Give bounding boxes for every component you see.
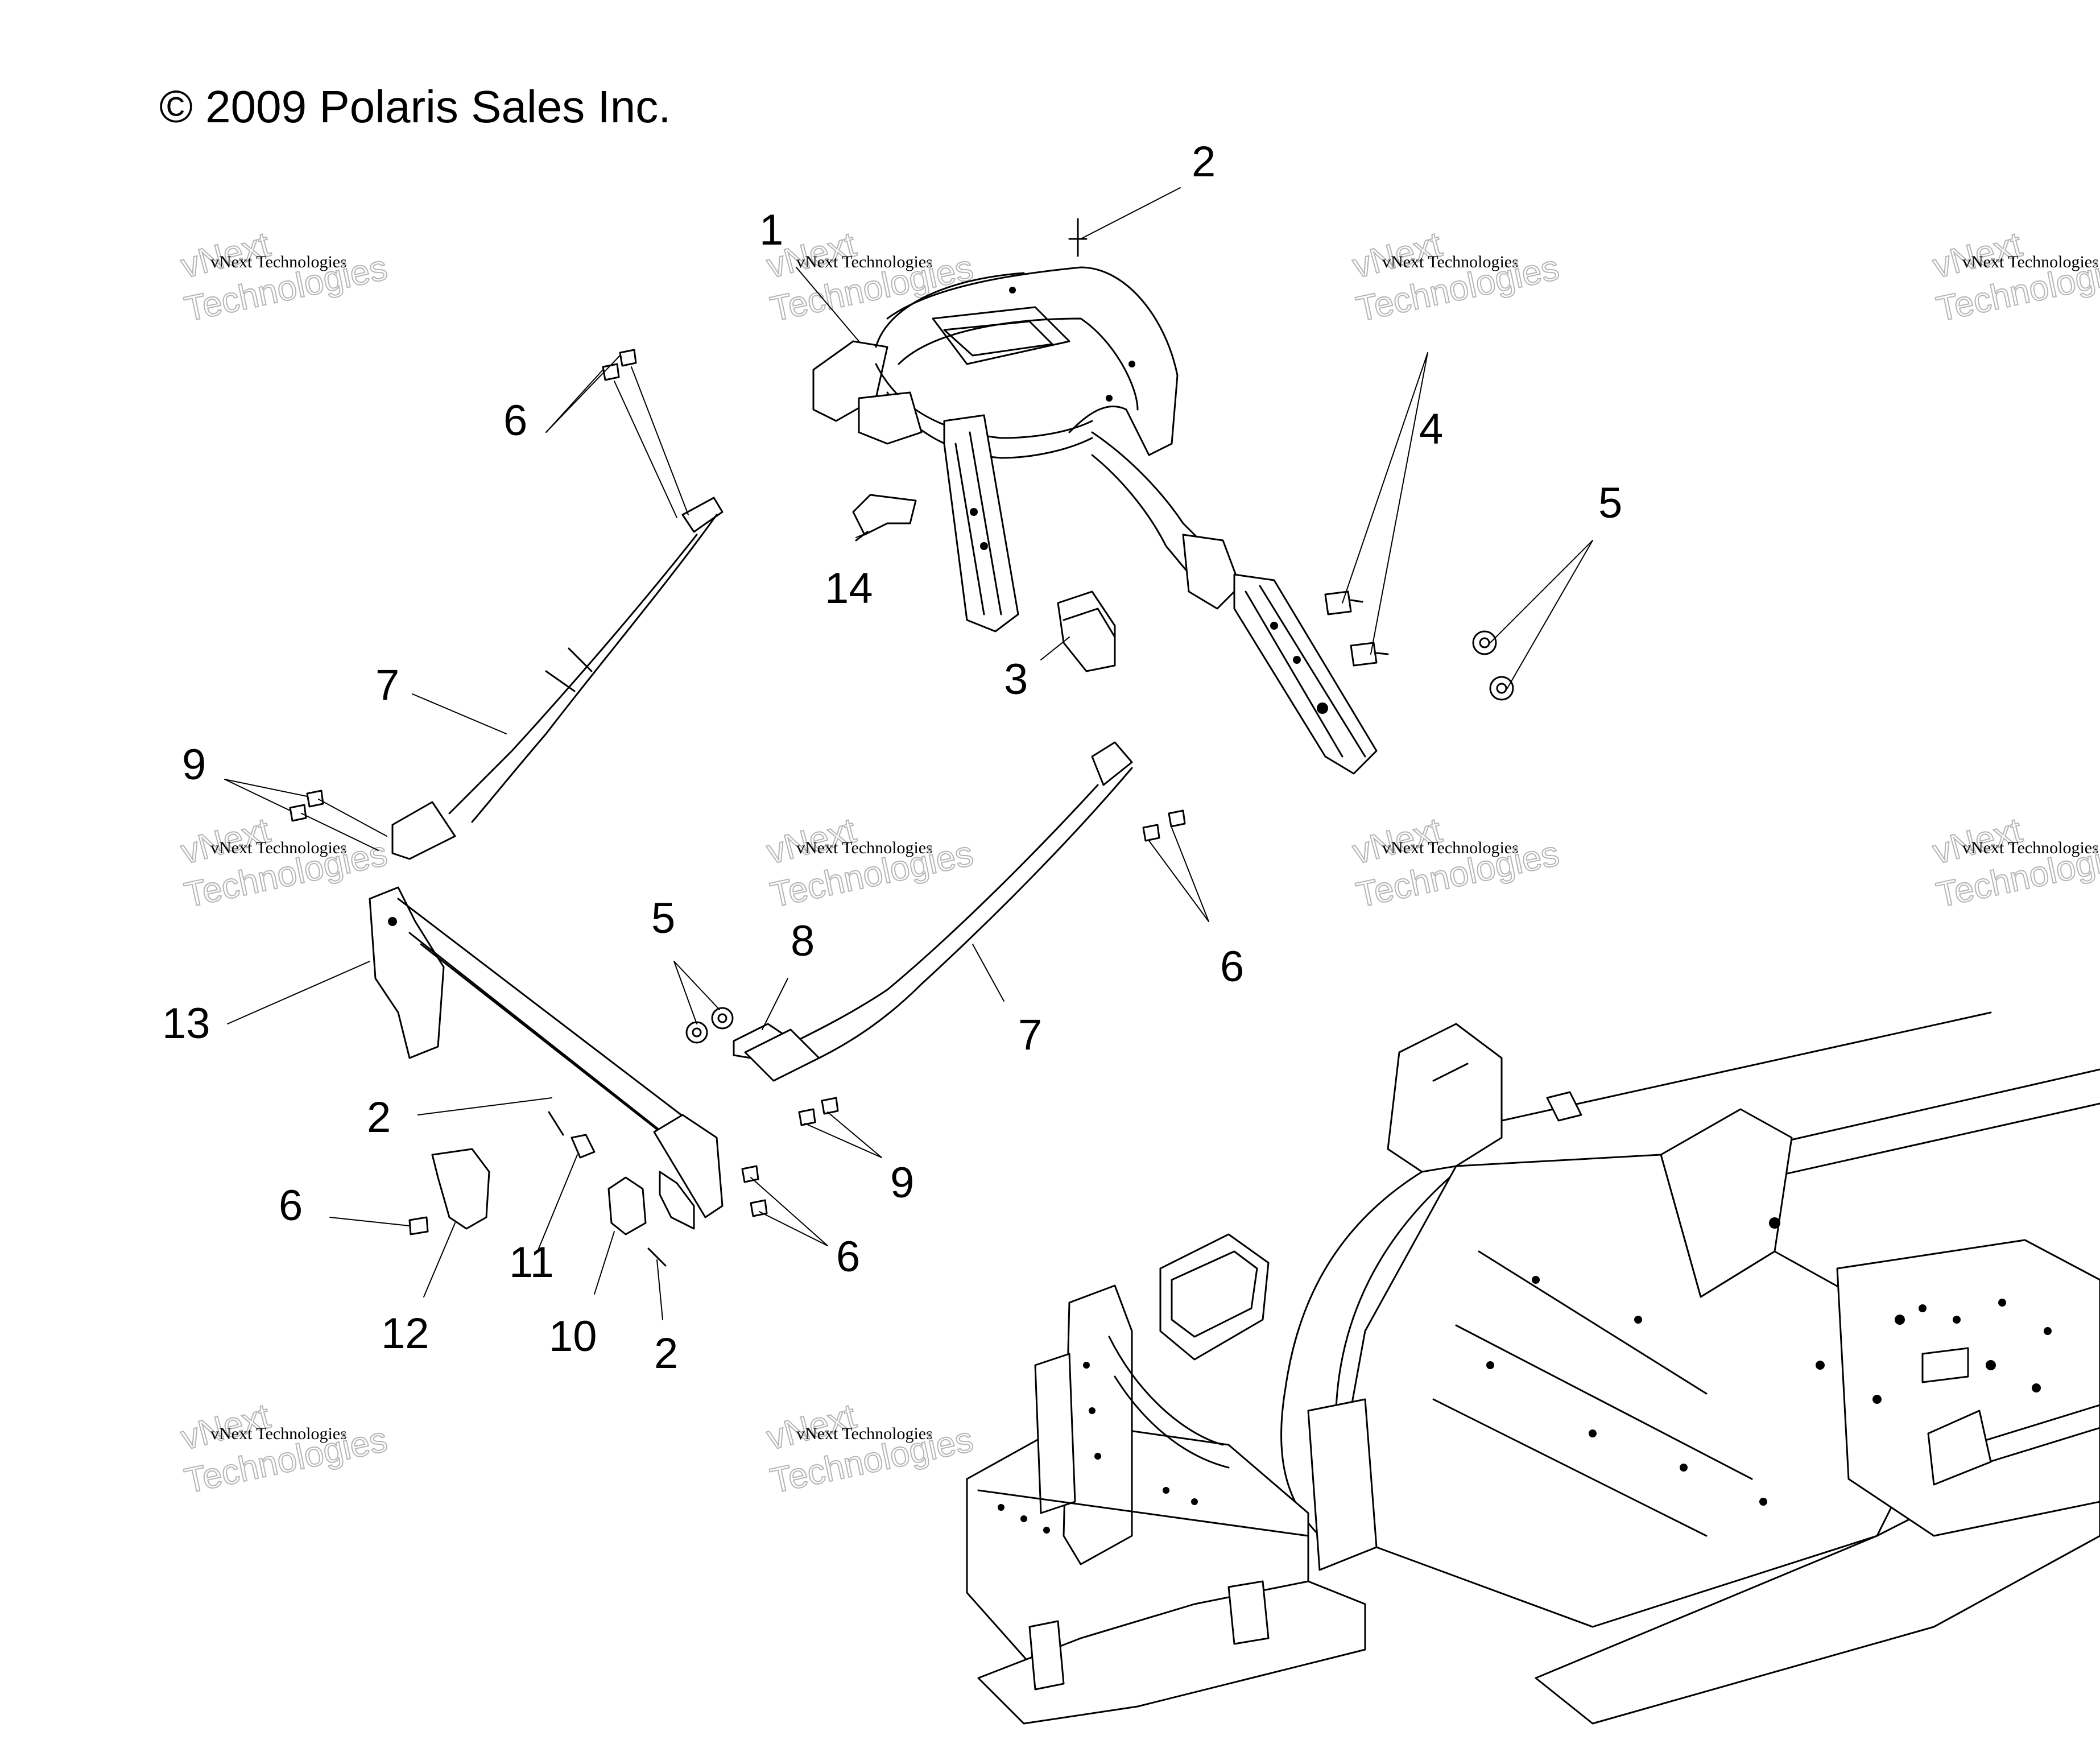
callouts: 1 2 3 4 5 6 14 7 9 5 8 6 7 13 2 9 6 11 6… [162, 138, 1622, 1378]
part-3-pad [1057, 590, 1116, 672]
callout-6: 6 [503, 396, 527, 445]
part-6-bolts-lower [741, 1165, 768, 1217]
callout-6: 6 [1220, 943, 1244, 991]
part-6-bolts-upper [602, 349, 637, 381]
watermark: vNext vNext Technologies Technologies [762, 224, 977, 330]
callout-4: 4 [1419, 405, 1443, 453]
callout-3: 3 [1004, 655, 1028, 704]
copyright-text: © 2009 Polaris Sales Inc. [159, 81, 671, 132]
part-14-clip [852, 494, 917, 542]
callout-9: 9 [890, 1159, 914, 1207]
part-1-upper-hoop [812, 266, 1378, 775]
watermark: vNext vNext Technologies Technologies [1348, 810, 1563, 916]
part-2-rivet-mid [548, 1111, 564, 1136]
part-4-bolts [1324, 590, 1389, 667]
watermark-line1: vNext Technologies [1962, 838, 2099, 857]
watermark-line1: vNext Technologies [1962, 253, 2099, 271]
part-7-strut-right [744, 741, 1133, 1082]
part-12-bracket [431, 1148, 490, 1230]
watermark: vNext vNext Technologies Technologies [1348, 224, 1563, 330]
callout-5: 5 [1598, 479, 1622, 527]
callout-7: 7 [1018, 1011, 1042, 1059]
watermark-line1: vNext Technologies [1382, 838, 1519, 857]
part-9-bolts-right [798, 1097, 839, 1126]
callout-6: 6 [836, 1233, 860, 1281]
watermark-line1: vNext Technologies [210, 838, 347, 857]
part-6-bolts-right [1142, 809, 1186, 842]
callout-13: 13 [162, 999, 210, 1048]
callout-8: 8 [791, 917, 815, 965]
watermark: vNext vNext Technologies Technologies [1928, 810, 2100, 916]
part-10-bracket-plate [607, 1176, 647, 1235]
part-5-nuts-lower [685, 1007, 734, 1044]
watermark-line1: vNext Technologies [796, 1424, 933, 1443]
leader-lines [224, 187, 1593, 1320]
callout-9: 9 [182, 741, 206, 789]
part-11-clip-nut [571, 1134, 596, 1159]
watermark: vNext vNext Technologies Technologies [176, 1396, 391, 1502]
chassis-front-bulkhead [966, 1233, 1378, 1725]
callout-2: 2 [367, 1093, 391, 1142]
watermark-line1: vNext Technologies [210, 253, 347, 271]
watermark-line1: vNext Technologies [210, 1424, 347, 1443]
part-7-strut-left [391, 497, 724, 860]
part-2-rivet-bottom [647, 1247, 667, 1267]
watermark-line1: vNext Technologies [796, 838, 933, 857]
callout-5: 5 [651, 894, 675, 943]
part-9-bolts-left [289, 790, 324, 822]
watermark: vNext vNext Technologies Technologies [762, 1396, 977, 1502]
callout-10: 10 [549, 1312, 597, 1361]
callout-11: 11 [509, 1238, 554, 1287]
callout-7: 7 [375, 661, 399, 709]
callout-1: 1 [759, 206, 783, 254]
part-6-bolt-single [408, 1216, 429, 1235]
part-2-rivet-top [1068, 218, 1088, 257]
callout-2: 2 [654, 1329, 678, 1378]
callout-2: 2 [1192, 138, 1216, 186]
callout-14: 14 [825, 564, 873, 613]
watermark: vNext vNext Technologies Technologies [176, 810, 391, 916]
watermark-line1: vNext Technologies [796, 253, 933, 271]
callout-12: 12 [381, 1309, 429, 1358]
chassis-tunnel [1280, 1011, 2100, 1725]
part-5-nuts-upper [1472, 630, 1514, 701]
watermark-line1: vNext Technologies [1382, 253, 1519, 271]
callout-6: 6 [279, 1181, 303, 1230]
watermark: vNext vNext Technologies Technologies [176, 224, 391, 330]
watermark: vNext vNext Technologies Technologies [1928, 224, 2100, 330]
watermark: vNext vNext Technologies Technologies [762, 810, 977, 916]
part-13-crossbar [369, 886, 724, 1230]
